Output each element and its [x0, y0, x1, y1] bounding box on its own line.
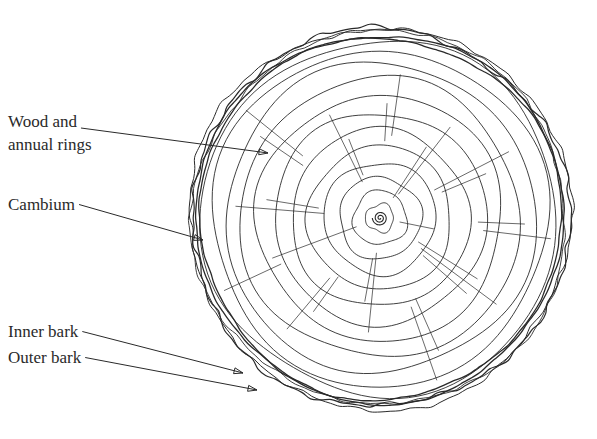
wood-ray [287, 278, 330, 329]
pith [372, 213, 386, 225]
wood-ray [483, 231, 551, 239]
part-label: Cambium [8, 193, 75, 216]
annual-ring [352, 190, 408, 244]
wood-ray [418, 242, 477, 279]
wood-ray [398, 127, 450, 194]
wood-ray [313, 277, 338, 312]
wood-ray [400, 222, 434, 229]
wood-ray [392, 74, 401, 135]
cambium-line [199, 38, 562, 401]
annual-ring [240, 75, 521, 356]
leader-tip [248, 385, 257, 391]
annual-ring [340, 176, 423, 259]
outer-bark-line [189, 28, 574, 412]
annual-ring [365, 203, 393, 233]
wood-ray [246, 110, 303, 156]
inner-bark-line [196, 37, 565, 406]
wood-ray [235, 206, 324, 213]
wood-ray [385, 103, 387, 141]
wood-ray [434, 152, 509, 190]
wood-ray [329, 115, 362, 182]
trunk-section [188, 24, 574, 412]
annual-ring [254, 95, 501, 341]
wood-ray [266, 200, 318, 208]
wood-ray [365, 258, 373, 301]
leader-line [82, 332, 243, 374]
annual-ring [305, 145, 449, 289]
wood-ray [423, 255, 467, 293]
wood-ray [272, 227, 356, 258]
annual-ring [276, 115, 488, 327]
annual-ring [226, 62, 537, 374]
wood-ray [421, 248, 497, 304]
annual-ring [212, 51, 550, 387]
part-label: Wood and annual rings [8, 110, 108, 156]
leader-line [85, 358, 257, 391]
leader-tip [194, 235, 203, 241]
wood-ray [224, 264, 281, 291]
wood-ray [368, 253, 376, 333]
wood-ray [478, 222, 525, 224]
wood-ray [416, 298, 439, 350]
leader-line [81, 128, 268, 153]
leader-tip [234, 368, 243, 374]
wood-ray [393, 147, 426, 198]
leader-tip [259, 149, 268, 155]
annual-ring [293, 126, 471, 304]
wood-ray [260, 136, 303, 165]
part-label: Inner bark [8, 320, 78, 343]
wood-ray [349, 139, 363, 175]
part-label: Outer bark [8, 346, 81, 369]
annual-ring [324, 164, 436, 277]
leader-line [79, 205, 203, 241]
